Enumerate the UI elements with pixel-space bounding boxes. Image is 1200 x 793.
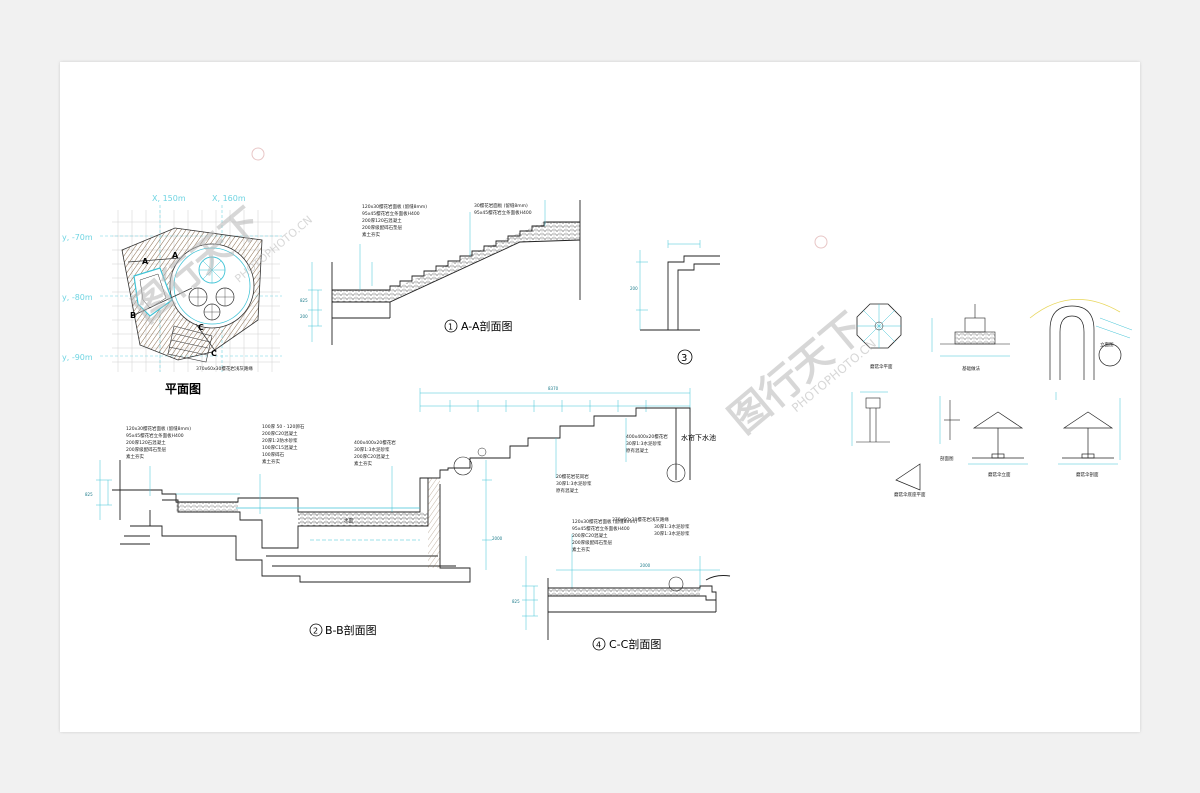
aa-title: A-A剖面图: [461, 319, 513, 333]
bb-marker: 2: [313, 627, 318, 636]
coord-x2: X, 160m: [212, 194, 246, 203]
umbrella-details: 蘑菇伞平面 基础做法 立面图 剖面: [851, 298, 1133, 498]
svg-text:200厚120石混凝土: 200厚120石混凝土: [126, 439, 166, 446]
svg-text:95x45樱花岩立条面板H400: 95x45樱花岩立条面板H400: [572, 525, 630, 532]
svg-text:2000: 2000: [640, 563, 651, 568]
svg-text:30厚1:3水泥砂浆: 30厚1:3水泥砂浆: [354, 446, 390, 453]
svg-text:400x400x20樱花岩: 400x400x20樱花岩: [354, 439, 396, 446]
svg-text:2000: 2000: [492, 536, 503, 541]
plan-title: 平面图: [165, 382, 201, 396]
detail-label-1: 蘑菇伞平面: [870, 363, 893, 370]
svg-text:100厚 50 - 120卵石: 100厚 50 - 120卵石: [262, 423, 305, 430]
bb-title: B-B剖面图: [325, 623, 377, 637]
plan-view: X, 150m X, 160m y, -70m y, -80m y, -90m: [62, 194, 282, 396]
bb-wall-notes: 400x400x20樱花岩 30厚1:3水泥砂浆 200厚C20混凝土 素土夯实: [354, 439, 396, 467]
svg-text:825: 825: [85, 492, 93, 497]
svg-text:200厚120石混凝土: 200厚120石混凝土: [362, 217, 402, 224]
detail-label-6: 蘑菇伞剖面: [1076, 471, 1099, 478]
plan-note: 370x60x30樱花岩浅灰路缘: [196, 365, 253, 372]
svg-text:20樱花岩花岗岩: 20樱花岩花岗岩: [556, 473, 589, 480]
cc-notes: 120x30樱花岩面板 (留缝8mm) 95x45樱花岩立条面板H400 200…: [572, 518, 637, 553]
svg-text:200厚C20混凝土: 200厚C20混凝土: [262, 430, 298, 437]
svg-text:825: 825: [512, 599, 520, 604]
svg-text:100厚碎石: 100厚碎石: [262, 451, 285, 458]
section-mark-c2: C: [211, 349, 217, 358]
svg-text:200厚级配碎石垫层: 200厚级配碎石垫层: [572, 539, 613, 546]
svg-text:95x45樱花岩立条面板H400: 95x45樱花岩立条面板H400: [362, 210, 420, 217]
svg-text:120x30樱花岩面板 (留缝8mm): 120x30樱花岩面板 (留缝8mm): [126, 425, 191, 432]
aa-left-notes: 120x30樱花岩面板 (留缝8mm) 95x45樱花岩立条面板H400 200…: [362, 203, 427, 238]
section-3: 200 3: [630, 240, 720, 365]
svg-text:30厚1:3水泥砂浆: 30厚1:3水泥砂浆: [626, 440, 662, 447]
svg-text:30厚1:3水泥砂浆: 30厚1:3水泥砂浆: [654, 530, 690, 537]
svg-text:100厚C15混凝土: 100厚C15混凝土: [262, 444, 298, 451]
svg-text:825: 825: [300, 298, 308, 303]
section-mark-b: B: [130, 311, 136, 320]
cc-right-notes: 30厚1:3水泥砂浆 30厚1:3水泥砂浆: [654, 523, 690, 537]
svg-text:30厚1:3水泥砂浆: 30厚1:3水泥砂浆: [556, 480, 592, 487]
svg-text:200厚C20混凝土: 200厚C20混凝土: [354, 453, 390, 460]
detail-label-7: 蘑菇伞底座平面: [894, 491, 926, 498]
aa-marker: 1: [448, 323, 453, 332]
svg-text:原有混凝土: 原有混凝土: [626, 447, 649, 454]
cc-top-note: 370x60x30樱花岩浅灰路缘: [612, 516, 669, 523]
section-mark-c: C: [198, 323, 204, 332]
svg-text:素土夯实: 素土夯实: [262, 458, 280, 465]
aa-right-notes: 30樱花岩面板 (留缝8mm) 95x45樱花岩立条面板H400: [474, 202, 532, 216]
drawing-sheet: [60, 62, 1140, 732]
bb-water: 水面: [344, 517, 353, 524]
svg-text:95x45樱花岩立条面板H400: 95x45樱花岩立条面板H400: [474, 209, 532, 216]
detail-label-5: 蘑菇伞立面: [988, 471, 1011, 478]
detail-label-2: 基础做法: [962, 365, 980, 372]
svg-text:8370: 8370: [548, 386, 559, 391]
svg-text:400x400x20樱花岩: 400x400x20樱花岩: [626, 433, 668, 440]
section-mark-a2: A: [172, 251, 179, 260]
coord-y1: y, -70m: [62, 233, 93, 242]
svg-text:素土夯实: 素土夯实: [572, 546, 590, 553]
coord-y2: y, -80m: [62, 293, 93, 302]
coord-y3: y, -90m: [62, 353, 93, 362]
svg-text:30樱花岩面板 (留缝8mm): 30樱花岩面板 (留缝8mm): [474, 202, 528, 209]
section-cc: 825 2000 370x60x30樱花岩浅灰路缘 120x30樱花岩面板 (留…: [512, 516, 731, 651]
bb-right-notes: 20樱花岩花岗岩 30厚1:3水泥砂浆 原有混凝土 400x400x20樱花岩 …: [556, 433, 668, 494]
svg-text:120x30樱花岩面板 (留缝8mm): 120x30樱花岩面板 (留缝8mm): [362, 203, 427, 210]
svg-text:20厚1:2防水砂浆: 20厚1:2防水砂浆: [262, 437, 298, 444]
bb-tank: 水帘下水池: [681, 433, 716, 442]
svg-text:原有混凝土: 原有混凝土: [556, 487, 579, 494]
svg-text:200厚C20混凝土: 200厚C20混凝土: [572, 532, 608, 539]
bb-mid-notes: 100厚 50 - 120卵石 200厚C20混凝土 20厚1:2防水砂浆 10…: [262, 423, 305, 465]
section-aa: 825 200 120x30樱花岩面板 (留缝8mm) 95x45樱花岩立条面板…: [300, 200, 581, 345]
svg-text:200厚级配碎石垫层: 200厚级配碎石垫层: [126, 446, 167, 453]
section-bb: 8370 825 2000: [85, 386, 716, 637]
cc-marker: 4: [596, 641, 601, 650]
watermark-logo-2: 图行天下: [721, 305, 873, 443]
svg-text:120x30樱花岩面板 (留缝8mm): 120x30樱花岩面板 (留缝8mm): [572, 518, 637, 525]
detail-label-4: 剖面图: [940, 455, 954, 462]
svg-text:200: 200: [300, 314, 308, 319]
cc-title: C-C剖面图: [609, 637, 661, 651]
svg-text:素土夯实: 素土夯实: [362, 231, 380, 238]
svg-text:30厚1:3水泥砂浆: 30厚1:3水泥砂浆: [654, 523, 690, 530]
svg-text:95x45樱花岩立条面板H400: 95x45樱花岩立条面板H400: [126, 432, 184, 439]
coord-x1: X, 150m: [152, 194, 186, 203]
section-3-marker: 3: [681, 353, 687, 364]
svg-text:素土夯实: 素土夯实: [126, 453, 144, 460]
svg-text:200: 200: [630, 286, 638, 291]
svg-text:200厚级配碎石垫层: 200厚级配碎石垫层: [362, 224, 403, 231]
detail-label-3: 立面图: [1100, 341, 1114, 348]
bb-left-notes: 120x30樱花岩面板 (留缝8mm) 95x45樱花岩立条面板H400 200…: [126, 425, 191, 460]
section-mark-a: A: [142, 257, 149, 266]
svg-text:素土夯实: 素土夯实: [354, 460, 372, 467]
